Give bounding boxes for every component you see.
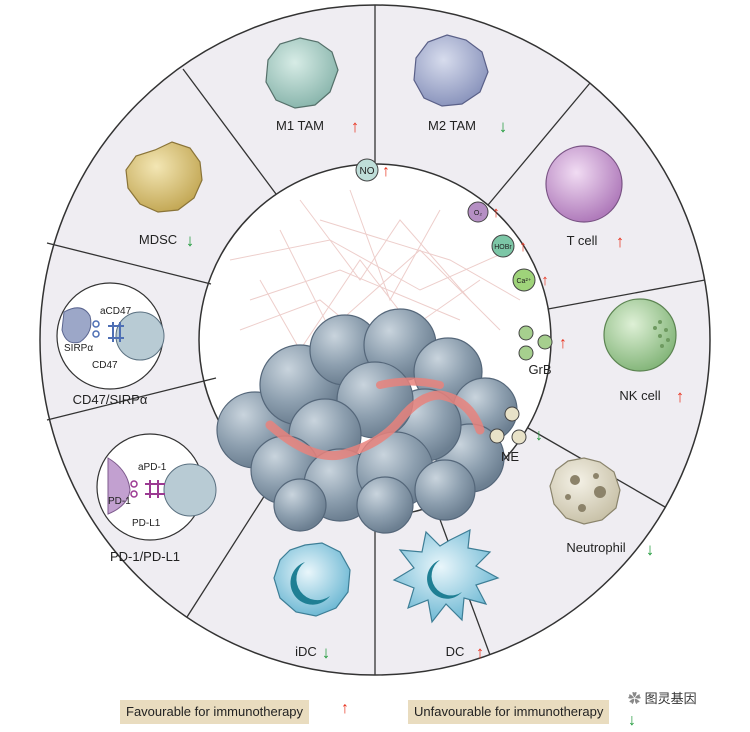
svg-text:↓: ↓ bbox=[186, 231, 195, 250]
svg-text:Neutrophil: Neutrophil bbox=[566, 540, 625, 555]
legend-unfavourable: Unfavourable for immunotherapy bbox=[408, 700, 610, 724]
svg-text:↑: ↑ bbox=[541, 272, 549, 289]
svg-text:M1 TAM: M1 TAM bbox=[276, 118, 324, 133]
immune-diagram: NO ↑ O₂ ↑ HOBr ↑ Ca²⁺ ↑ GrB ↑ NE ↓ M1 TA… bbox=[39, 4, 711, 676]
svg-text:↓: ↓ bbox=[535, 427, 543, 444]
pd1-pdl1-segment: aPD-1 PD-1 PD-L1 PD-1/PD-L1 bbox=[96, 433, 217, 564]
svg-text:↑: ↑ bbox=[616, 232, 625, 251]
t-cell-icon bbox=[545, 145, 623, 223]
svg-text:MDSC: MDSC bbox=[139, 232, 177, 247]
tumor-cell-cluster bbox=[216, 308, 518, 534]
m1-tam-cell-icon bbox=[265, 37, 339, 109]
svg-text:↓: ↓ bbox=[499, 117, 508, 136]
svg-text:↑: ↑ bbox=[559, 335, 567, 352]
ne-molecule: NE ↓ bbox=[489, 406, 543, 464]
svg-text:PD-1/PD-L1: PD-1/PD-L1 bbox=[110, 549, 180, 564]
hobr-molecule: HOBr ↑ bbox=[491, 234, 527, 258]
svg-text:↑: ↑ bbox=[476, 643, 485, 662]
svg-text:↑: ↑ bbox=[492, 204, 500, 221]
mdsc-segment: MDSC ↓ bbox=[125, 141, 203, 250]
watermark: ✿ 图灵基因 bbox=[628, 688, 697, 707]
svg-text:CD47: CD47 bbox=[92, 360, 118, 371]
t-cell-segment: T cell ↑ bbox=[545, 145, 625, 251]
idc-segment: iDC ↓ bbox=[273, 542, 351, 662]
grb-molecule: GrB ↑ bbox=[518, 325, 567, 377]
legend-unfavourable-label: Unfavourable for immunotherapy bbox=[414, 704, 604, 719]
svg-text:PD-1: PD-1 bbox=[108, 496, 131, 507]
m1-tam-segment: M1 TAM ↑ bbox=[265, 37, 360, 136]
svg-text:↑: ↑ bbox=[351, 117, 360, 136]
svg-text:DC: DC bbox=[446, 644, 465, 659]
nk-cell-icon bbox=[603, 298, 677, 372]
svg-text:Ca²⁺: Ca²⁺ bbox=[517, 278, 532, 285]
svg-text:↓: ↓ bbox=[646, 540, 655, 559]
legend-down-arrow: ↓ bbox=[628, 712, 636, 729]
m2-tam-cell-icon bbox=[413, 34, 489, 107]
svg-text:↑: ↑ bbox=[519, 238, 527, 255]
svg-text:iDC: iDC bbox=[295, 644, 317, 659]
legend-favourable-label: Favourable for immunotherapy bbox=[126, 704, 304, 719]
svg-text:SIRPα: SIRPα bbox=[64, 343, 93, 354]
svg-text:↓: ↓ bbox=[322, 643, 331, 662]
watermark-text: 图灵基因 bbox=[644, 691, 697, 706]
o2-molecule: O₂ ↑ bbox=[467, 201, 500, 223]
svg-text:CD47/SIRPα: CD47/SIRPα bbox=[73, 392, 148, 407]
svg-text:aPD-1: aPD-1 bbox=[138, 462, 167, 473]
idc-cell-icon bbox=[273, 542, 351, 617]
blood-vessel bbox=[265, 390, 485, 461]
blood-vessel-2 bbox=[376, 377, 444, 389]
svg-text:↑: ↑ bbox=[676, 387, 685, 406]
legend-favourable: Favourable for immunotherapy bbox=[120, 700, 310, 724]
mdsc-cell-icon bbox=[125, 141, 203, 213]
svg-text:PD-L1: PD-L1 bbox=[132, 518, 161, 529]
svg-text:NK cell: NK cell bbox=[619, 388, 660, 403]
ca-molecule: Ca²⁺ ↑ bbox=[512, 268, 549, 292]
watermark-icon: ✿ bbox=[628, 691, 642, 706]
svg-text:HOBr: HOBr bbox=[494, 244, 512, 251]
ring-dividers bbox=[46, 5, 706, 675]
nk-cell-segment: NK cell ↑ bbox=[603, 298, 685, 406]
svg-text:M2 TAM: M2 TAM bbox=[428, 118, 476, 133]
svg-text:GrB: GrB bbox=[528, 362, 551, 377]
svg-text:↑: ↑ bbox=[382, 163, 390, 180]
neutrophil-segment: Neutrophil ↓ bbox=[549, 457, 655, 559]
m2-tam-segment: M2 TAM ↓ bbox=[413, 34, 508, 136]
svg-text:O₂: O₂ bbox=[474, 210, 482, 217]
dc-cell-icon bbox=[392, 528, 500, 624]
no-molecule: NO ↑ bbox=[355, 158, 390, 182]
legend-up-arrow: ↑ bbox=[341, 700, 349, 717]
svg-text:aCD47: aCD47 bbox=[100, 306, 132, 317]
fibers bbox=[229, 189, 521, 351]
cd47-sirpa-segment: aCD47 SIRPα CD47 CD47/SIRPα bbox=[56, 282, 165, 407]
svg-text:T cell: T cell bbox=[567, 233, 598, 248]
svg-text:NO: NO bbox=[360, 166, 375, 177]
svg-text:NE: NE bbox=[501, 449, 519, 464]
dc-segment: DC ↑ bbox=[392, 528, 500, 662]
neutrophil-icon bbox=[549, 457, 621, 525]
